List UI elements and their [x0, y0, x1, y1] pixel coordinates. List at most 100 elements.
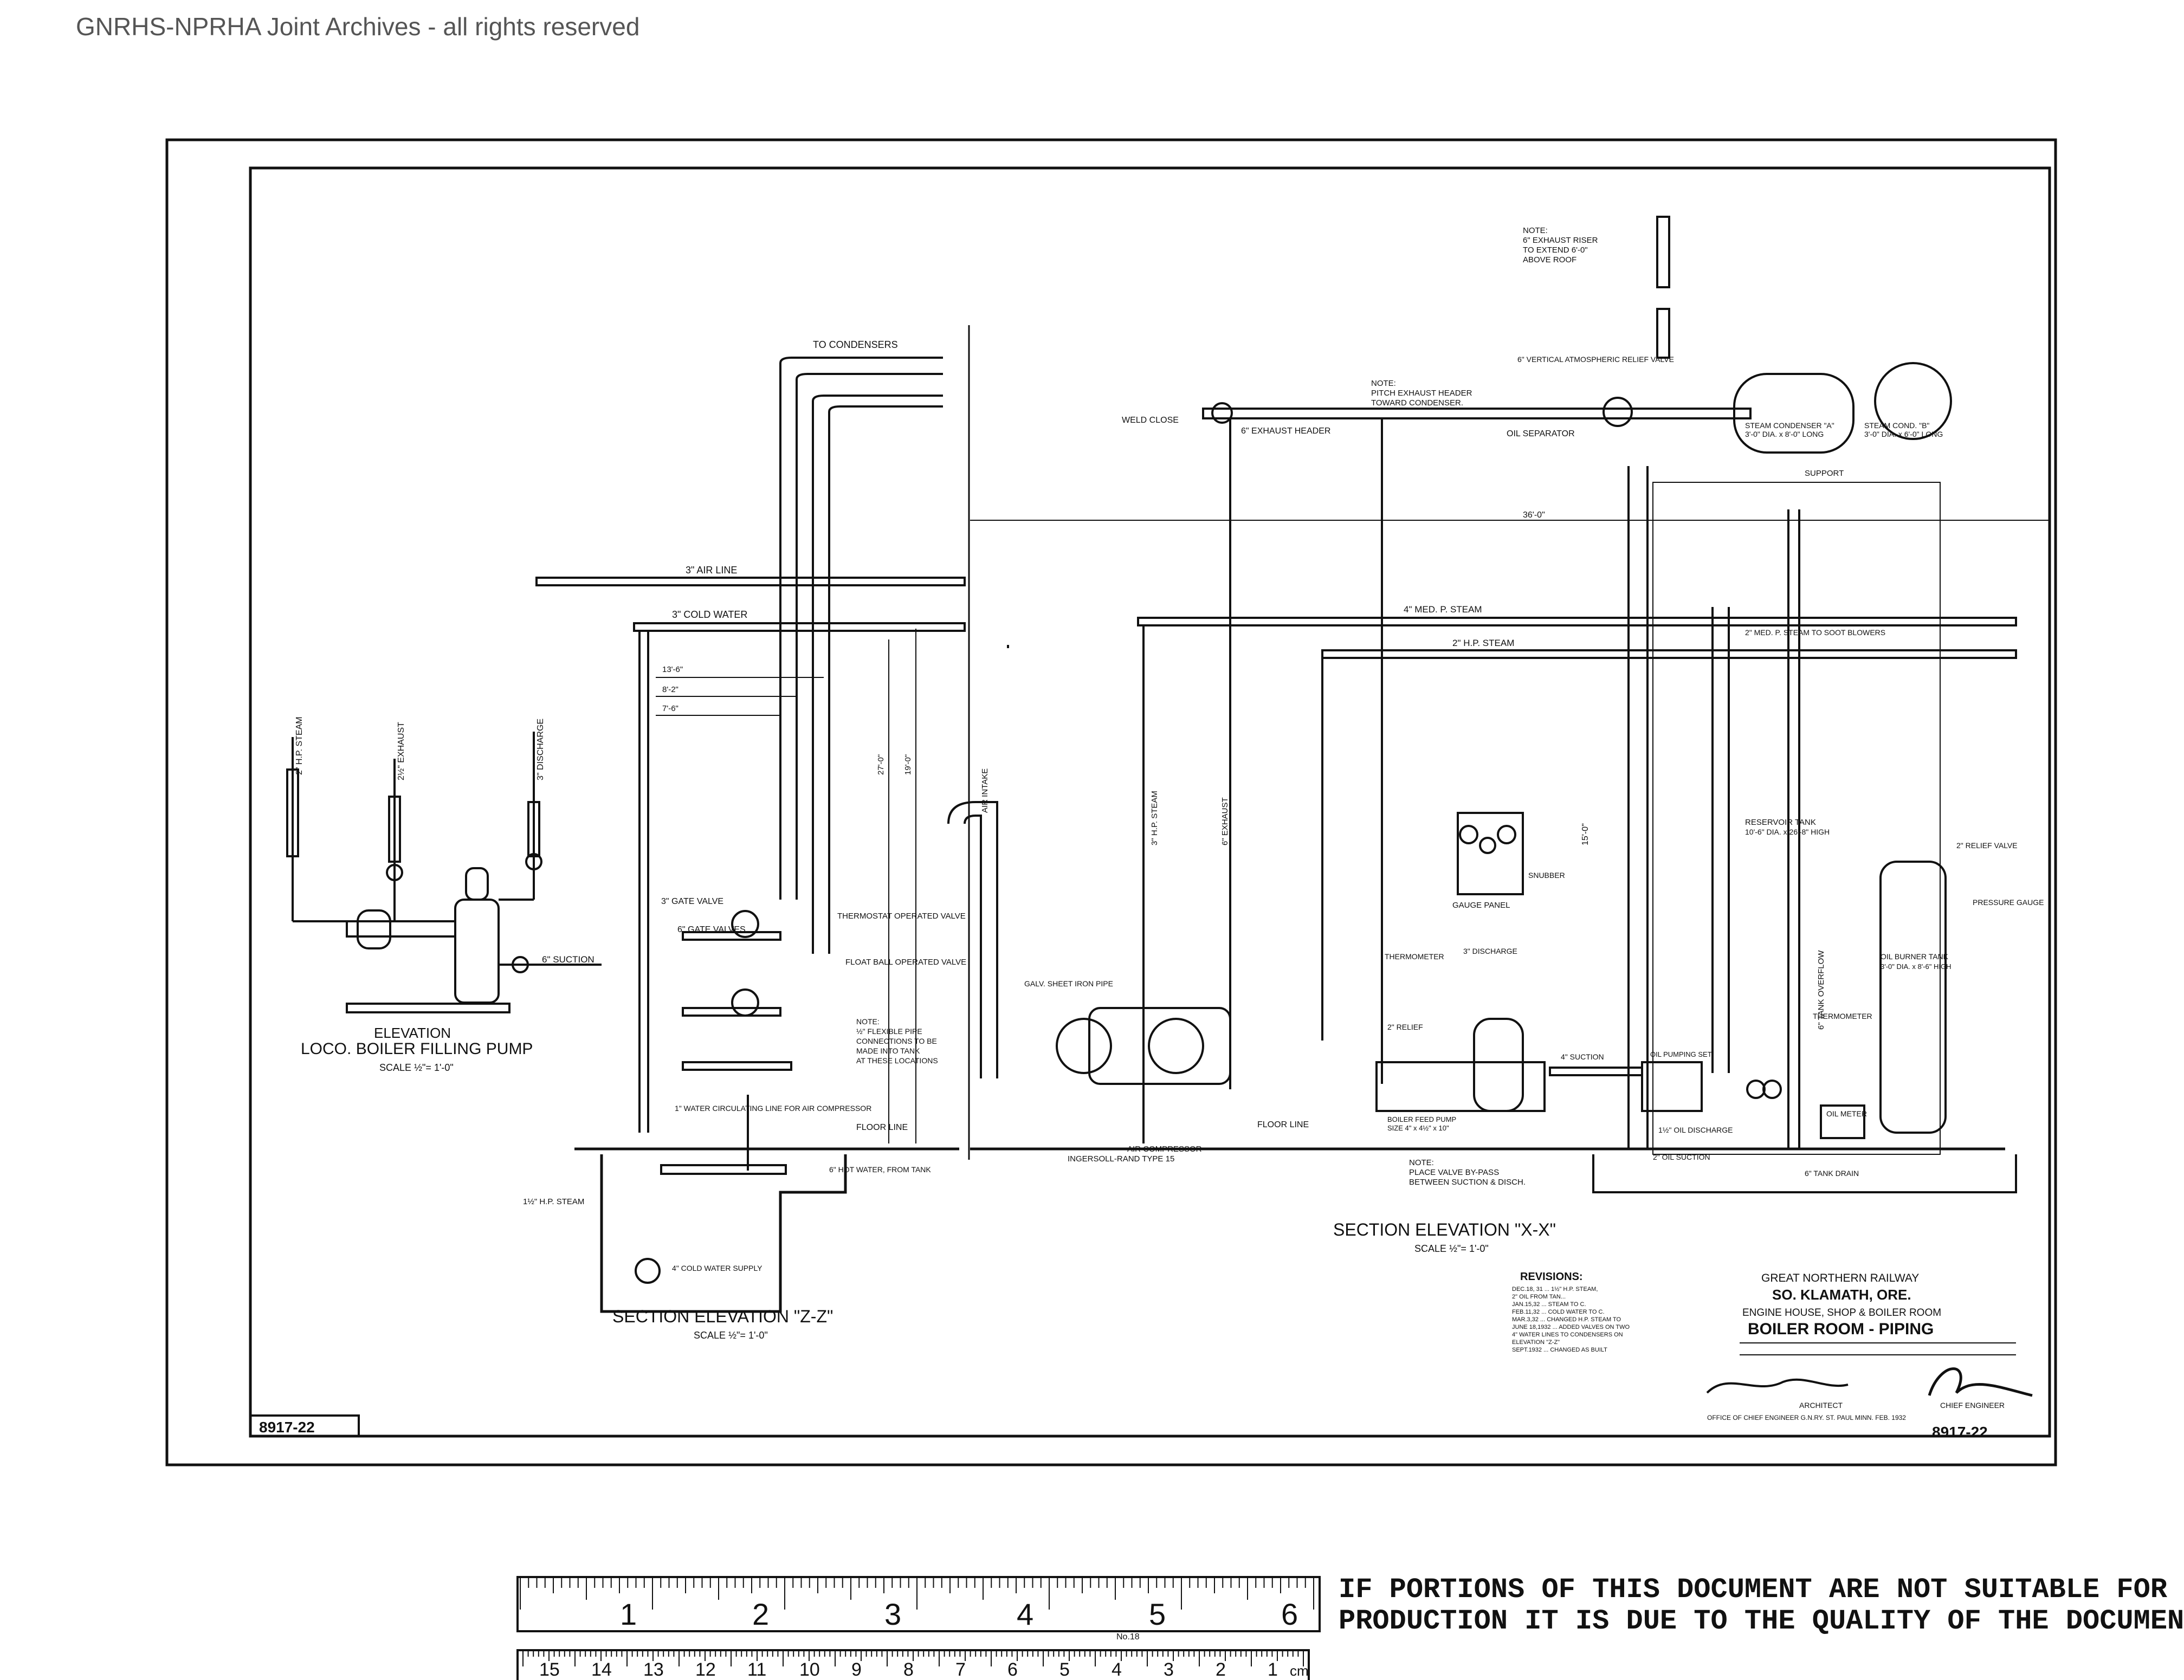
xx-pitch-note: NOTE: PITCH EXHAUST HEADER TOWARD CONDEN… — [1371, 379, 1472, 408]
xx-suction-label: 4" SUCTION — [1561, 1052, 1604, 1061]
xx-title: SECTION ELEVATION "X-X" — [1333, 1220, 1556, 1239]
xx-exhaust-note-2: 6" EXHAUST RISER — [1523, 236, 1598, 245]
cm-numeral: 7 — [955, 1659, 966, 1680]
zz-hot-water-label: 6" HOT WATER, FROM TANK — [829, 1165, 931, 1174]
zz-title: SECTION ELEVATION "Z-Z" — [612, 1307, 833, 1326]
xx-snubber-label: SNUBBER — [1528, 871, 1565, 880]
inner-border — [249, 166, 2051, 1438]
zz-float-valve-icon — [731, 988, 759, 1017]
xx-boiler-pump-size: SIZE 4" x 4½" x 10" — [1387, 1124, 1449, 1132]
cm-numeral: 11 — [747, 1659, 766, 1680]
xx-condenser-b-label: STEAM COND. "B" — [1864, 421, 1929, 430]
xx-reservoir-size: 10'-6" DIA. x 26'-8" HIGH — [1745, 828, 1830, 836]
architect-label: ARCHITECT — [1799, 1401, 1843, 1410]
pump-discharge-label: 3" DISCHARGE — [536, 719, 545, 780]
pump-exhaust-label: 2½" EXHAUST — [397, 722, 406, 780]
zz-dim-2: 8'-2" — [662, 685, 679, 694]
xx-med-steam-label: 4" MED. P. STEAM — [1404, 604, 1482, 615]
drawing-title: BOILER ROOM - PIPING — [1748, 1320, 1934, 1338]
pump-exhaust-riser — [388, 796, 401, 863]
xx-condenser-a-label: STEAM CONDENSER "A" — [1745, 421, 1834, 430]
zz-cold-water-pipe — [633, 622, 966, 632]
cm-numeral: 15 — [539, 1659, 560, 1680]
xx-air-intake-label: AIR INTAKE — [980, 768, 990, 813]
inch-numeral: 5 — [1149, 1597, 1166, 1631]
xx-oil-meter-label: OIL METER — [1826, 1109, 1867, 1118]
xx-oil-burner-tank — [1879, 861, 1947, 1134]
subtitle: ENGINE HOUSE, SHOP & BOILER ROOM — [1742, 1307, 1941, 1319]
zz-air-line-label: 3" AIR LINE — [686, 565, 737, 576]
drawing-number-box-left — [249, 1414, 360, 1437]
xx-oil-burner-size: 3'-0" DIA. x 8'-6" HIGH — [1881, 962, 1952, 971]
ruler-ticks — [520, 1577, 1314, 1666]
xx-soot-blowers-label: 2" MED. P. STEAM TO SOOT BLOWERS — [1745, 628, 1885, 637]
revision-line-7: 4" WATER LINES TO CONDENSERS ON — [1512, 1332, 1623, 1338]
drawing-number-left: 8917-22 — [259, 1419, 315, 1436]
zz-dim-5: 19'-0" — [903, 754, 913, 775]
xx-steam-condenser-a — [1733, 373, 1855, 454]
xx-discharge-label: 3" DISCHARGE — [1463, 947, 1517, 955]
xx-tank-drain-label: 6" TANK DRAIN — [1805, 1169, 1859, 1178]
xx-support-label: SUPPORT — [1805, 469, 1844, 478]
xx-med-steam-pipe — [1137, 617, 2017, 626]
xx-hp-steam-v-label: 3" H.P. STEAM — [1150, 791, 1159, 845]
xx-exhaust-note: NOTE: 6" EXHAUST RISER TO EXTEND 6'-0" A… — [1523, 226, 1598, 264]
cm-numeral: 9 — [851, 1659, 862, 1680]
xx-weld-close-label: WELD CLOSE — [1122, 416, 1179, 425]
pump-title-2: LOCO. BOILER FILLING PUMP — [301, 1040, 533, 1058]
xx-oil-separator-label: OIL SEPARATOR — [1507, 429, 1575, 438]
zz-cold-water-label: 3" COLD WATER — [672, 609, 747, 620]
xx-oil-meter — [1820, 1104, 1865, 1139]
cm-numeral: 5 — [1059, 1659, 1070, 1680]
pump-body — [454, 899, 500, 1004]
xx-reservoir-label: RESERVOIR TANK — [1745, 818, 1816, 827]
architect-signature — [1706, 1378, 1849, 1394]
xx-pitch-note-3: TOWARD CONDENSER. — [1371, 398, 1463, 408]
xx-hp-steam-label: 2" H.P. STEAM — [1452, 638, 1514, 648]
zz-thermostat-label: THERMOSTAT OPERATED VALVE — [837, 912, 966, 921]
pump-steam-label: 2" H.P. STEAM — [295, 716, 304, 775]
inch-numeral: 4 — [1017, 1597, 1033, 1631]
xx-hp-steam-pipe — [1321, 649, 2017, 659]
xx-thermometer-icon-2 — [1762, 1080, 1782, 1099]
xx-air-compressor — [1088, 1007, 1231, 1085]
office-line: OFFICE OF CHIEF ENGINEER G.N.RY. ST. PAU… — [1707, 1414, 1906, 1421]
pump-motor-shaft — [346, 920, 456, 938]
pump-base — [346, 1003, 511, 1013]
zz-air-line-pipe — [535, 577, 966, 586]
xx-relief-valve-2-label: 2" RELIEF VALVE — [1956, 841, 2018, 850]
xx-relief-label: 2" RELIEF — [1387, 1023, 1423, 1031]
cm-numeral: 2 — [1216, 1659, 1226, 1680]
pump-valve-icon — [525, 853, 542, 870]
xx-pit — [1592, 1154, 2017, 1193]
xx-steam-condenser-b — [1874, 362, 1952, 440]
pump-scale: SCALE ½"= 1'-0" — [379, 1062, 454, 1073]
zz-gate-valves-label: 6" GATE VALVES — [677, 925, 746, 934]
xx-tank-overflow-label: 6" TANK OVERFLOW — [1817, 950, 1826, 1030]
xx-oil-separator-icon — [1603, 397, 1633, 427]
zz-hp-steam-label: 1½" H.P. STEAM — [523, 1197, 584, 1206]
zz-to-condensers-label: TO CONDENSERS — [813, 339, 898, 350]
chief-engineer-signature — [1928, 1367, 2033, 1397]
cm-numeral: 13 — [643, 1659, 664, 1680]
xx-scale: SCALE ½"= 1'-0" — [1414, 1243, 1489, 1254]
xx-dim-15: 15'-0" — [1581, 823, 1590, 845]
pump-steam-riser — [286, 768, 299, 857]
xx-exhaust-note-1: NOTE: — [1523, 226, 1548, 235]
xx-bypass-note-2: PLACE VALVE BY-PASS — [1409, 1168, 1499, 1177]
cm-numeral: 1 — [1268, 1659, 1278, 1680]
xx-exhaust-header-label: 6" EXHAUST HEADER — [1241, 427, 1330, 436]
xx-oil-pumping-set — [1641, 1061, 1703, 1112]
xx-exhaust-note-4: ABOVE ROOF — [1523, 255, 1576, 264]
inch-numeral: 6 — [1281, 1597, 1298, 1631]
cm-numeral: 12 — [695, 1659, 716, 1680]
xx-dim-36: 36'-0" — [1523, 511, 1545, 520]
cm-numeral: 14 — [591, 1659, 612, 1680]
title-block: REVISIONS: DEC.18, 31 ... 1½" H.P. STEAM… — [1512, 1271, 2033, 1440]
zz-flexible-pipe-note: NOTE: ½" FLEXIBLE PIPE CONNECTIONS TO BE… — [856, 1017, 938, 1065]
cm-numeral: 8 — [903, 1659, 914, 1680]
xx-exhaust-riser — [1656, 216, 1670, 288]
xx-reservoir-outline — [1652, 482, 1941, 1155]
xx-gauge-panel-label: GAUGE PANEL — [1452, 901, 1510, 910]
inch-numeral: 2 — [752, 1597, 769, 1631]
